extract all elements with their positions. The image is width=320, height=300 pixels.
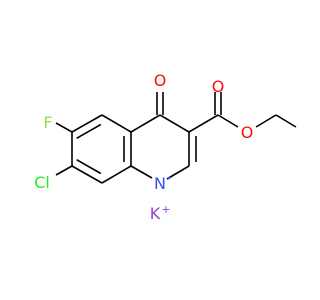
atom-oxygen-ester: O — [241, 123, 254, 142]
bond — [275, 114, 297, 128]
structure-canvas: O O O F Cl N K + — [34, 71, 297, 223]
atom-chlorine: Cl — [34, 173, 50, 192]
molecule-drawing: O O O F Cl N K + — [34, 71, 297, 223]
bond — [255, 114, 277, 128]
bond — [55, 165, 73, 176]
bond — [101, 114, 132, 133]
bond — [71, 114, 103, 133]
bond — [159, 114, 190, 133]
bond — [130, 114, 161, 133]
bond — [188, 114, 219, 133]
bonds — [55, 92, 297, 184]
atom-potassium: K — [150, 204, 161, 223]
potassium-charge: + — [161, 203, 170, 216]
atom-oxygen-keto: O — [154, 71, 167, 90]
atom-oxygen-carbonyl: O — [212, 77, 225, 96]
bond — [166, 165, 190, 180]
bond — [76, 159, 102, 175]
bond — [71, 165, 103, 184]
atom-nitrogen: N — [154, 174, 166, 193]
bond — [217, 114, 239, 128]
atom-labels: O O O F Cl N K + — [34, 71, 253, 223]
atom-fluorine: F — [43, 113, 52, 132]
bond — [55, 122, 73, 133]
bond — [130, 165, 153, 179]
bond — [76, 123, 102, 139]
nitrogen-radical-dot — [167, 176, 171, 180]
bond — [101, 165, 132, 184]
